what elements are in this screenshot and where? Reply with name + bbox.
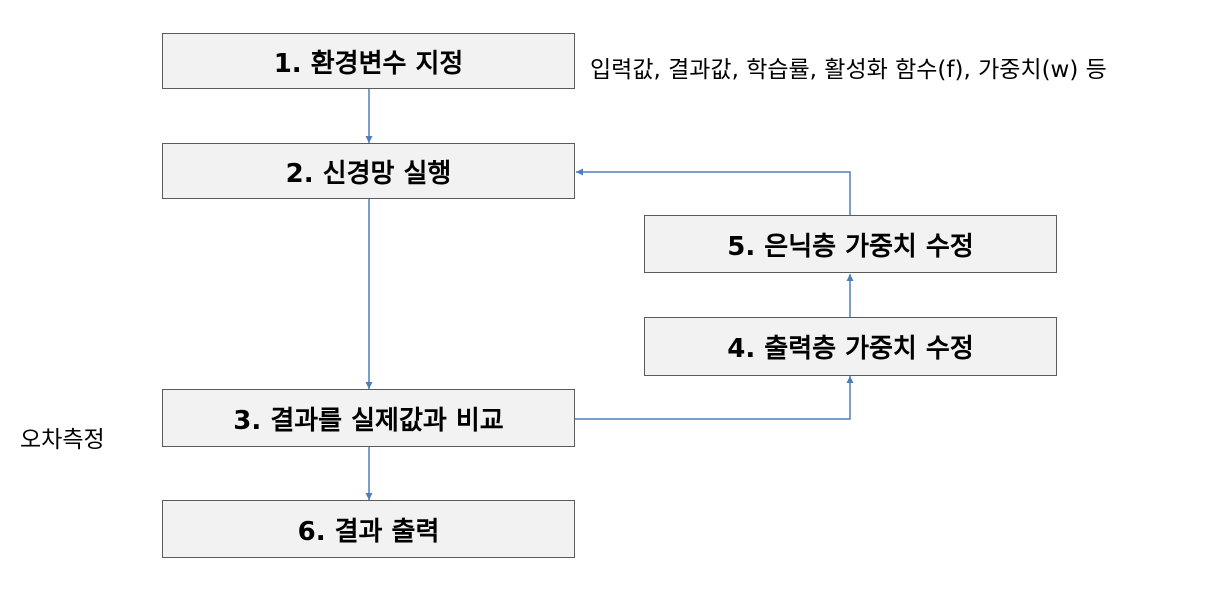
step1-box: 1. 환경변수 지정 [162,33,575,89]
error-measure-label: 오차측정 [20,427,105,453]
step6-box: 6. 결과 출력 [162,500,575,558]
step3-label: 3. 결과를 실제값과 비교 [233,405,504,436]
step4-label: 4. 출력층 가중치 수정 [727,334,974,364]
step1-label: 1. 환경변수 지정 [273,48,464,79]
arrow-step5-to-step2 [576,168,851,215]
env-vars-note: 입력값, 결과값, 학습률, 활성화 함수(f), 가중치(w) 등 [590,57,1107,83]
step5-label: 5. 은닉층 가중치 수정 [727,231,974,262]
step6-label: 6. 결과 출력 [297,516,440,547]
arrow-step3-to-step4 [575,376,854,420]
step3-box: 3. 결과를 실제값과 비교 [162,389,575,447]
step2-box: 2. 신경망 실행 [162,143,575,199]
step2-label: 2. 신경망 실행 [285,158,452,189]
step4-box: 4. 출력층 가중치 수정 [644,317,1057,376]
step5-box: 5. 은닉층 가중치 수정 [644,215,1057,273]
